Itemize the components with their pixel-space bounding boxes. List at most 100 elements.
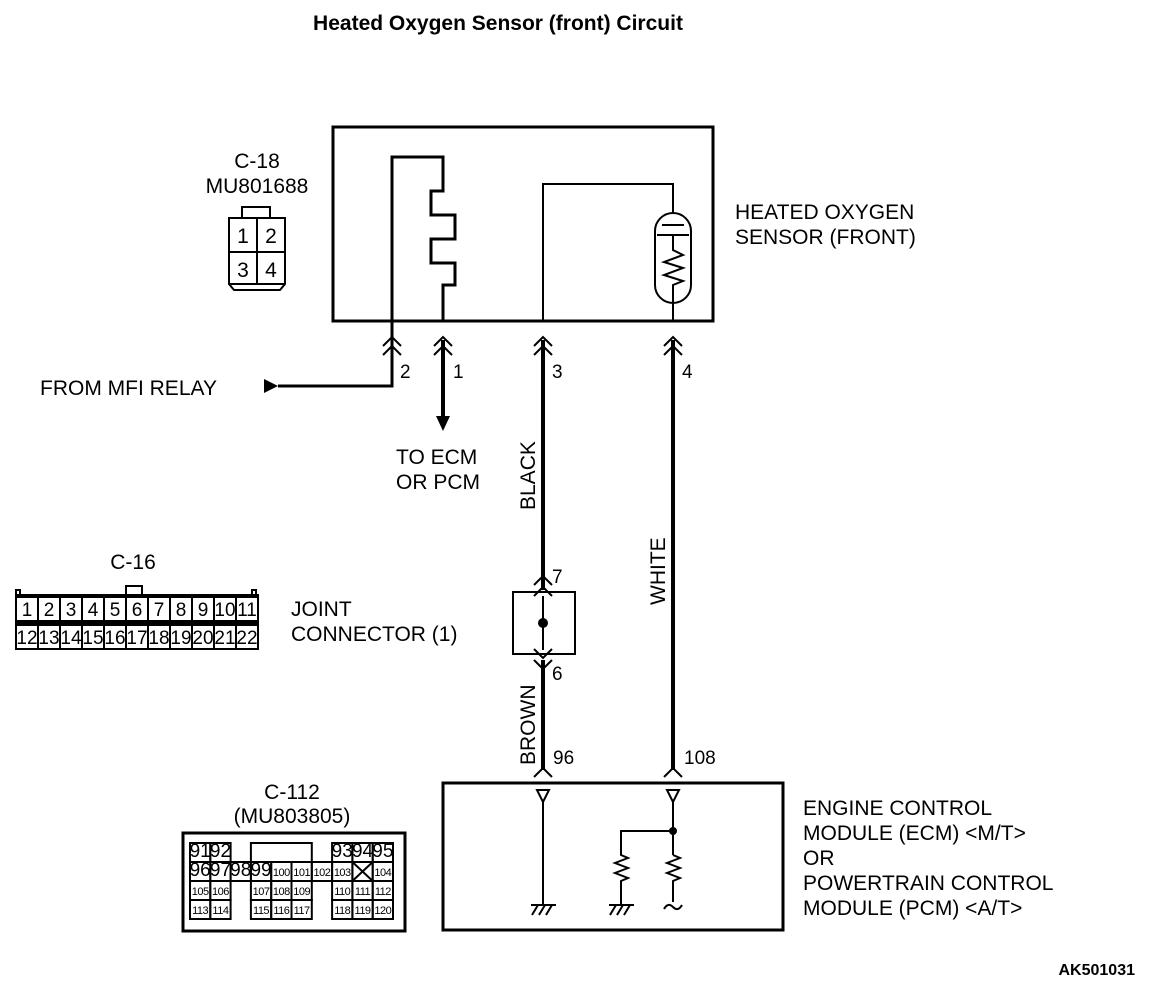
c16-pin-label: 10 [214, 600, 235, 621]
c16-pin-label: 17 [126, 628, 147, 649]
diagram-title: Heated Oxygen Sensor (front) Circuit [313, 12, 683, 35]
joint-connector: 7 6 JOINT CONNECTOR (1) [291, 567, 576, 685]
c112-name: C-112 [264, 781, 320, 804]
c16-pin-label: 14 [60, 628, 82, 649]
c112-pin-label: 109 [293, 886, 310, 898]
c16-pin-label: 9 [198, 600, 209, 621]
joint-label-1: JOINT [291, 598, 352, 621]
c18-pin-2: 2 [265, 225, 277, 248]
ground-icon [531, 904, 556, 916]
c16-pin-label: 15 [82, 628, 103, 649]
c16-pin-label: 6 [132, 600, 143, 621]
c112-pin-label: 104 [374, 867, 391, 879]
to-ecm-feed: TO ECM OR PCM [396, 340, 480, 494]
c112-part: (MU803805) [234, 805, 351, 828]
terminal-96: 96 [553, 748, 574, 769]
junction-dot-icon [538, 618, 548, 628]
c16-pin-label: 1 [22, 600, 33, 621]
c112-pin-label: 107 [253, 886, 270, 898]
c112-pin-label: 101 [293, 867, 310, 879]
c18-pin-1: 1 [237, 225, 249, 248]
terminal-triangle-icon [665, 789, 681, 805]
c112-pin-label: 92 [210, 841, 231, 862]
terminal-6: 6 [552, 664, 563, 685]
c112-pin-label: 108 [273, 886, 290, 898]
c112-pin-label: 115 [253, 905, 269, 917]
to-ecm-label-1: TO ECM [396, 446, 477, 469]
c112-pin-label: 111 [355, 886, 371, 898]
c16-pin-label: 7 [154, 600, 165, 621]
c112-pin-label: 106 [212, 886, 229, 898]
ecm-label-1: ENGINE CONTROL [803, 797, 992, 820]
c112-pin-label: 96 [190, 860, 211, 881]
c16-pin-label: 2 [44, 600, 55, 621]
reference-code: AK501031 [1059, 962, 1136, 979]
c112-pin-label: 91 [190, 841, 211, 862]
c112-pin-label: 116 [273, 905, 289, 917]
c112-pin-label: 110 [334, 886, 350, 898]
resistor-icon [612, 830, 673, 905]
c112-pin-label: 99 [250, 860, 271, 881]
c112-pin-label: 102 [314, 867, 331, 879]
c16-pin-label: 11 [237, 600, 257, 621]
to-ecm-label-2: OR PCM [396, 471, 480, 494]
terminal-triangle-icon [535, 789, 551, 805]
c16-pin-label: 19 [170, 628, 191, 649]
c112-pin-label: 105 [192, 886, 209, 898]
c16-name: C-16 [110, 551, 156, 574]
c16-pin-label: 22 [236, 628, 257, 649]
terminal-7: 7 [552, 567, 563, 588]
ecm-label-3: OR [803, 847, 835, 870]
c112-pin-label: 120 [374, 905, 391, 917]
ecm-label-2: MODULE (ECM) <M/T> [803, 822, 1026, 845]
c16-pin-label: 5 [110, 600, 121, 621]
c112-pin-label: 100 [273, 867, 290, 879]
c112-pin-label: 95 [372, 841, 393, 862]
wire-black-label: BLACK [517, 441, 540, 510]
c112-cell [290, 899, 313, 920]
c16-pin-label: 18 [148, 628, 169, 649]
c112-pin-label: 113 [192, 905, 208, 917]
sensor-label-1: HEATED OXYGEN [735, 201, 914, 224]
joint-label-2: CONNECTOR (1) [291, 623, 457, 646]
c112-pin-label: 94 [352, 841, 374, 862]
terminal-2: 2 [400, 362, 411, 383]
c18-pin-4: 4 [265, 259, 277, 282]
ecm-label-4: POWERTRAIN CONTROL [803, 872, 1053, 895]
terminal-1: 1 [453, 362, 464, 383]
c16-pin-label: 3 [66, 600, 77, 621]
c16-pin-label: 12 [16, 628, 37, 649]
c16-pin-label: 16 [104, 628, 125, 649]
arrow-down-icon [436, 416, 450, 431]
mfi-relay-feed: FROM MFI RELAY [40, 321, 394, 400]
heated-oxygen-sensor: HEATED OXYGEN SENSOR (FRONT) [331, 125, 916, 323]
c112-pin-label: 118 [334, 905, 350, 917]
resistor-icon [664, 854, 683, 902]
c16-pin-label: 20 [192, 628, 213, 649]
c112-cell [209, 899, 232, 920]
c112-pin-label: 112 [375, 886, 391, 898]
c112-pin-label: 119 [355, 905, 371, 917]
ac-ground-icon [663, 903, 683, 911]
c18-pin-3: 3 [237, 259, 249, 282]
c112-pin-label: 98 [230, 860, 251, 881]
terminal-4: 4 [682, 362, 693, 383]
sensor-label-2: SENSOR (FRONT) [735, 226, 916, 249]
c18-part: MU801688 [206, 175, 309, 198]
c16-pin-label: 4 [88, 600, 99, 621]
sensor-terminals: 2 1 3 4 [382, 335, 693, 383]
ecm-label-5: MODULE (PCM) <A/T> [803, 897, 1022, 920]
c112-pin-label: 97 [210, 860, 231, 881]
c16-pin-label: 21 [214, 628, 235, 649]
arrow-right-icon [264, 379, 278, 393]
c16-pin-label: 13 [38, 628, 59, 649]
engine-control-module: ENGINE CONTROL MODULE (ECM) <M/T> OR POW… [441, 781, 1053, 932]
wire-brown-label: BROWN [517, 685, 540, 766]
c16-cell [235, 624, 259, 650]
terminal-108: 108 [684, 748, 716, 769]
terminal-3: 3 [552, 362, 563, 383]
c112-cell [371, 899, 395, 920]
